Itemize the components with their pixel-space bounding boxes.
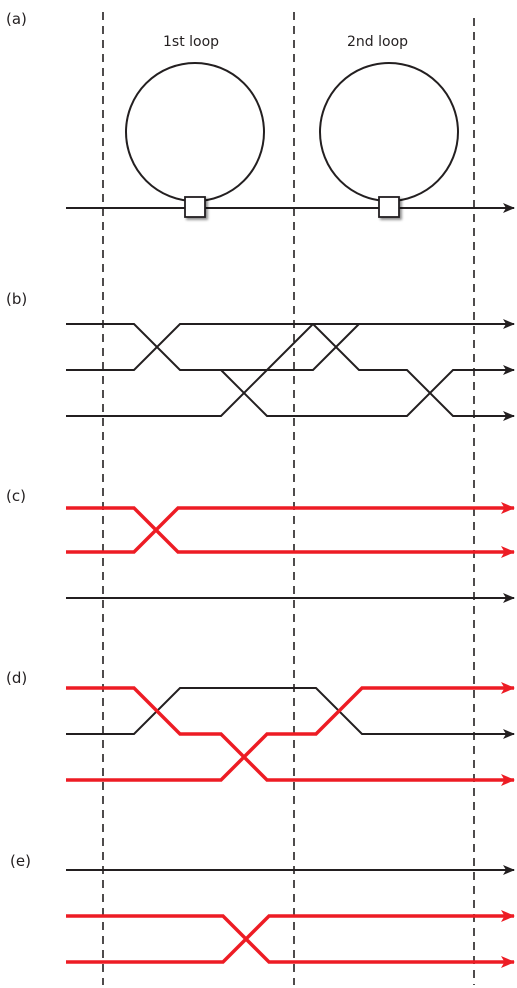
- first-coupler-box: [184, 196, 206, 218]
- panel-label-d: (d): [6, 669, 27, 687]
- panel-d-black-path: [66, 687, 515, 739]
- panel-b-path-top: [66, 319, 515, 371]
- panel-d-red-path-1: [66, 686, 515, 786]
- panel-label-b: (b): [6, 290, 27, 308]
- panel-e-red-path-2: [66, 910, 515, 964]
- panel-b-path-lower-cross: [220, 365, 515, 417]
- panel-a: [66, 62, 515, 218]
- panel-d-red-path-2: [66, 682, 515, 782]
- panel-c: [66, 502, 515, 603]
- second-loop-label: 2nd loop: [347, 34, 408, 50]
- first-loop-circle: [125, 62, 265, 202]
- panel-b-path-bottom: [66, 323, 360, 417]
- second-coupler-box: [378, 196, 400, 218]
- panel-label-e: (e): [10, 852, 31, 870]
- panel-e-red-path-1: [66, 914, 515, 968]
- panel-b: [66, 319, 515, 421]
- second-loop-circle: [319, 62, 459, 202]
- panel-label-c: (c): [6, 487, 26, 505]
- panel-d: [66, 682, 515, 786]
- first-loop-label: 1st loop: [163, 34, 219, 50]
- panel-e: [66, 865, 515, 968]
- panel-label-a: (a): [6, 10, 27, 28]
